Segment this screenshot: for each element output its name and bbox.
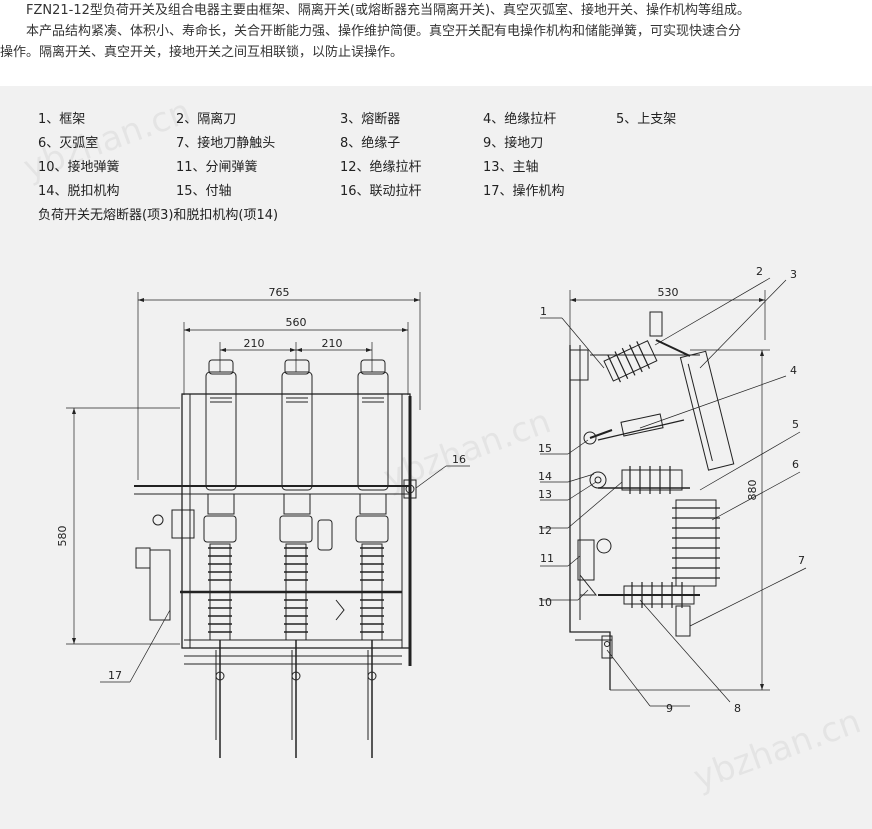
legend-item: 13、主轴 <box>483 160 539 175</box>
callout-7: 7 <box>798 554 805 567</box>
dim-210-right: 210 <box>322 337 343 350</box>
dim-880: 880 <box>746 480 759 501</box>
legend-item: 2、隔离刀 <box>176 112 237 127</box>
callout-9: 9 <box>666 702 673 715</box>
intro-line-3: 操作。隔离开关、真空开关，接地开关之间互相联锁，以防止误操作。 <box>0 45 404 60</box>
dim-560: 560 <box>286 316 307 329</box>
callout-13: 13 <box>538 488 552 501</box>
intro-text: FZN21-12型负荷开关及组合电器主要由框架、隔离开关(或熔断器充当隔离开关)… <box>0 0 872 63</box>
legend-item: 5、上支架 <box>616 112 677 127</box>
legend-item: 4、绝缘拉杆 <box>483 112 557 127</box>
pole-middle <box>279 359 313 758</box>
legend-item: 12、绝缘拉杆 <box>340 160 422 175</box>
intro-line-2: 本产品结构紧凑、体积小、寿命长，关合开断能力强、操作维护简便。真空开关配有电操作… <box>26 24 742 39</box>
legend-item: 6、灭弧室 <box>38 136 99 151</box>
callout-15: 15 <box>538 442 552 455</box>
parts-legend: 1、框架 2、隔离刀 3、熔断器 4、绝缘拉杆 5、上支架 6、灭弧室 7、接地… <box>0 86 872 226</box>
legend-item: 1、框架 <box>38 112 86 127</box>
legend-item: 8、绝缘子 <box>340 136 401 151</box>
legend-item: 9、接地刀 <box>483 136 544 151</box>
callout-2: 2 <box>756 265 763 278</box>
side-callouts <box>540 277 807 707</box>
legend-item: 16、联动拉杆 <box>340 184 422 199</box>
legend-item: 11、分闸弹簧 <box>176 160 258 175</box>
callout-6: 6 <box>792 458 799 471</box>
legend-item: 14、脱扣机构 <box>38 184 120 199</box>
legend-item: 15、付轴 <box>176 184 232 199</box>
callout-1: 1 <box>540 305 547 318</box>
legend-item: 3、熔断器 <box>340 112 401 127</box>
legend-item: 10、接地弹簧 <box>38 160 120 175</box>
pole-right <box>355 359 389 758</box>
pole-left <box>203 359 237 758</box>
side-view: 530 880 <box>538 265 807 715</box>
legend-item: 7、接地刀静触头 <box>176 136 276 151</box>
callout-11: 11 <box>540 552 554 565</box>
callout-10: 10 <box>538 596 552 609</box>
callout-4: 4 <box>790 364 797 377</box>
callout-8: 8 <box>734 702 741 715</box>
diagram-panel: 1、框架 2、隔离刀 3、熔断器 4、绝缘拉杆 5、上支架 6、灭弧室 7、接地… <box>0 86 872 829</box>
callout-14: 14 <box>538 470 552 483</box>
callout-5: 5 <box>792 418 799 431</box>
dim-530: 530 <box>658 286 679 299</box>
callout-17: 17 <box>108 669 122 682</box>
intro-line-1: FZN21-12型负荷开关及组合电器主要由框架、隔离开关(或熔断器充当隔离开关)… <box>26 3 751 18</box>
dim-210-left: 210 <box>244 337 265 350</box>
front-view: 765 560 210 210 580 <box>56 286 470 758</box>
callout-16: 16 <box>452 453 466 466</box>
legend-item: 17、操作机构 <box>483 184 565 199</box>
dim-765: 765 <box>269 286 290 299</box>
callout-3: 3 <box>790 268 797 281</box>
dim-580: 580 <box>56 526 69 547</box>
legend-note: 负荷开关无熔断器(项3)和脱扣机构(项14) <box>38 208 279 223</box>
callout-12: 12 <box>538 524 552 537</box>
